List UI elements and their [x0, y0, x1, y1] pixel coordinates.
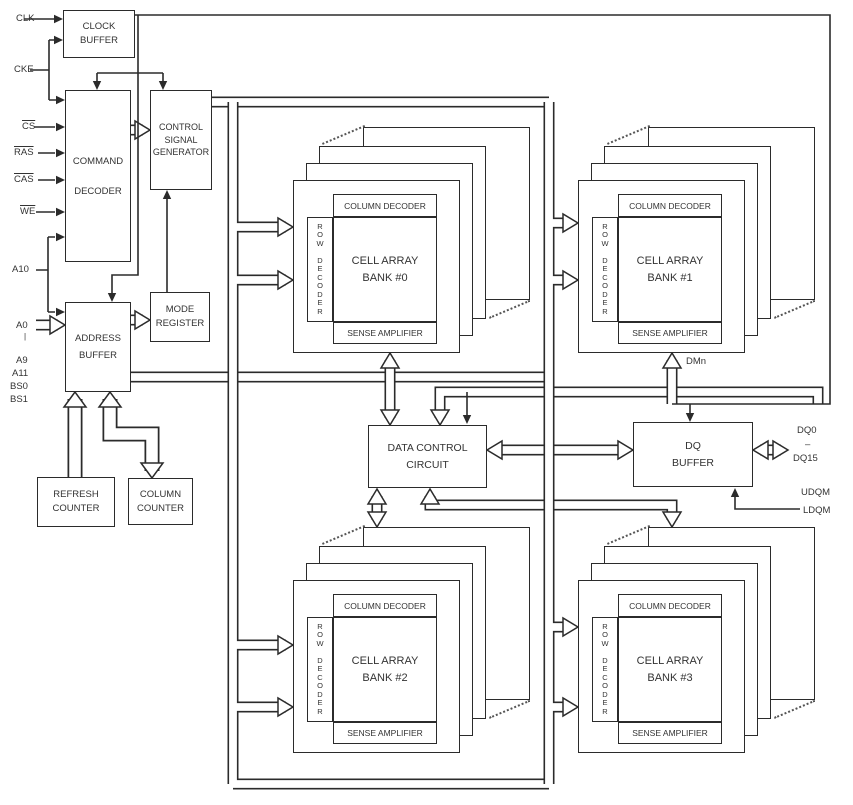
bank-front: COLUMN DECODER R O W D E C O D E R CELL …: [578, 580, 745, 753]
hollow-arrowheads: [49, 119, 790, 718]
row-decoder: R O W D E C O D E R: [307, 617, 333, 722]
column-decoder: COLUMN DECODER: [618, 594, 722, 617]
signal-clk: CLK: [16, 13, 35, 24]
signal-dq0: DQ0: [797, 425, 817, 436]
signal-dq15: DQ15: [793, 453, 818, 464]
stack-dots-icon: [774, 299, 816, 319]
sense-amplifier: SENSE AMPLIFIER: [618, 722, 722, 744]
row-decoder: R O W D E C O D E R: [592, 217, 618, 322]
sense-amplifier: SENSE AMPLIFIER: [333, 322, 437, 344]
signal-cs-n: CS: [22, 121, 36, 132]
stack-dots-icon: [322, 525, 366, 545]
signal-udqm: UDQM: [801, 487, 831, 498]
signal-bs1: BS1: [10, 394, 28, 405]
sense-amplifier: SENSE AMPLIFIER: [618, 322, 722, 344]
signal-we-n: WE: [20, 206, 36, 217]
signal-a11: A11: [12, 368, 29, 379]
cell-array-label: CELL ARRAY BANK #3: [618, 617, 722, 722]
signal-cke: CKE: [14, 64, 34, 75]
signal-cas-n: CAS: [14, 174, 34, 185]
cell-array-bank-3: COLUMN DECODER R O W D E C O D E R CELL …: [578, 525, 816, 753]
dq-buffer-block: DQ BUFFER: [633, 422, 753, 487]
signal-a0: A0: [16, 320, 28, 331]
column-decoder: COLUMN DECODER: [333, 594, 437, 617]
column-decoder: COLUMN DECODER: [618, 194, 722, 217]
cell-array-label: CELL ARRAY BANK #1: [618, 217, 722, 322]
cell-array-label: CELL ARRAY BANK #0: [333, 217, 437, 322]
refresh-counter-block: REFRESH COUNTER: [37, 477, 115, 527]
command-decoder-block: COMMAND DECODER: [65, 90, 131, 262]
bus-column-counter: [102, 399, 160, 471]
stack-dots-icon: [489, 299, 531, 319]
signal-dq-range-dash: –: [805, 439, 811, 450]
stack-dots-icon: [607, 525, 651, 545]
signal-bs0: BS0: [10, 381, 28, 392]
address-buffer-block: ADDRESS BUFFER: [65, 302, 131, 392]
signal-a10: A10: [12, 264, 29, 275]
cell-array-label: CELL ARRAY BANK #2: [333, 617, 437, 722]
row-decoder: R O W D E C O D E R: [307, 217, 333, 322]
row-decoder: R O W D E C O D E R: [592, 617, 618, 722]
control-wires: [24, 14, 831, 510]
solid-arrowheads: [54, 14, 740, 497]
signal-dmn: DMn: [686, 356, 707, 367]
data-control-circuit-block: DATA CONTROL CIRCUIT: [368, 425, 487, 488]
stack-dots-icon: [774, 699, 816, 719]
signal-ras-n: RAS: [14, 147, 34, 158]
cell-array-bank-1: COLUMN DECODER R O W D E C O D E R CELL …: [578, 125, 816, 353]
column-decoder: COLUMN DECODER: [333, 194, 437, 217]
signal-a9: A9: [16, 355, 28, 366]
bus-mid-column: [543, 102, 570, 784]
sense-amplifier: SENSE AMPLIFIER: [333, 722, 437, 744]
bank-front: COLUMN DECODER R O W D E C O D E R CELL …: [578, 180, 745, 353]
bank-front: COLUMN DECODER R O W D E C O D E R CELL …: [293, 180, 460, 353]
signal-range-bar: |: [24, 332, 27, 341]
stack-dots-icon: [489, 699, 531, 719]
stack-dots-icon: [607, 125, 651, 145]
mode-register-block: MODE REGISTER: [150, 292, 210, 342]
signal-ldqm: LDQM: [803, 505, 831, 516]
bus-left-column: [227, 102, 549, 790]
stack-dots-icon: [322, 125, 366, 145]
column-counter-block: COLUMN COUNTER: [128, 478, 193, 525]
cell-array-bank-0: COLUMN DECODER R O W D E C O D E R CELL …: [293, 125, 531, 353]
bus-read-data: [434, 386, 824, 418]
bank-front: COLUMN DECODER R O W D E C O D E R CELL …: [293, 580, 460, 753]
control-signal-generator-block: CONTROL SIGNAL GENERATOR: [150, 90, 212, 190]
cell-array-bank-2: COLUMN DECODER R O W D E C O D E R CELL …: [293, 525, 531, 753]
clock-buffer-block: CLOCK BUFFER: [63, 10, 135, 58]
